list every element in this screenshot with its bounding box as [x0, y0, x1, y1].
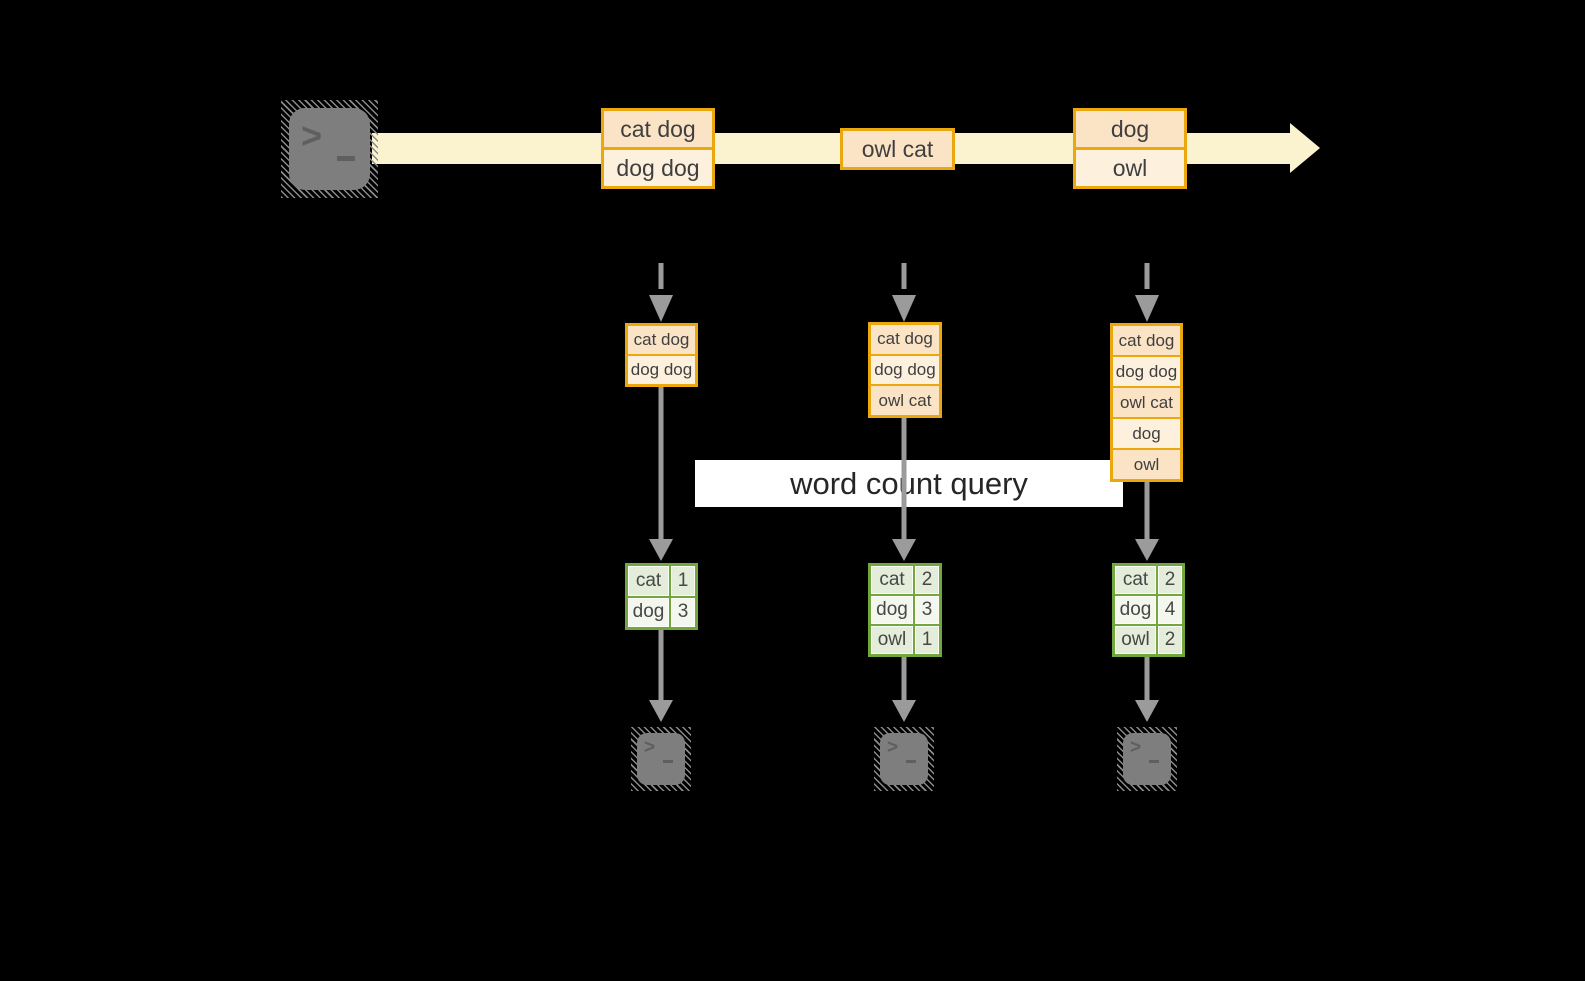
count-cell: 4	[1158, 596, 1182, 624]
batch-record: owl	[1113, 448, 1180, 479]
batch-record: dog	[1113, 417, 1180, 448]
batch-record: cat dog	[1113, 326, 1180, 355]
word-cell: owl	[871, 626, 913, 654]
batch-record: dog dog	[871, 353, 939, 385]
prompt-cursor-icon	[1149, 760, 1159, 763]
arrowhead-icon	[649, 539, 673, 561]
arrowhead-icon	[649, 295, 673, 322]
arrow-batch-to-table-3	[1135, 481, 1159, 561]
prompt-chevron-icon: >	[644, 737, 656, 758]
count-cell: 2	[1158, 626, 1182, 654]
arrowhead-icon	[649, 700, 673, 722]
stream-event-box-3: dog owl	[1073, 108, 1187, 189]
batch-record: dog dog	[1113, 355, 1180, 386]
stream-record: owl	[1076, 147, 1184, 186]
arrowhead-icon	[892, 700, 916, 722]
dashed-arrow-batch-2	[892, 263, 916, 322]
prompt-chevron-icon: >	[1130, 737, 1142, 758]
stream-timeline-arrowhead-icon	[1290, 123, 1320, 173]
word-cell: cat	[1115, 566, 1156, 594]
batch-input-stack-1: cat dog dog dog	[625, 323, 698, 387]
dashed-arrow-batch-3	[1135, 263, 1159, 322]
batch-record: owl cat	[1113, 386, 1180, 417]
count-cell: 3	[671, 597, 695, 627]
prompt-chevron-icon: >	[301, 115, 323, 156]
stream-event-box-1: cat dog dog dog	[601, 108, 715, 189]
batch-input-stack-3: cat dog dog dog owl cat dog owl	[1110, 323, 1183, 482]
count-cell: 2	[915, 566, 939, 594]
stream-record: cat dog	[604, 111, 712, 147]
batch-record: cat dog	[628, 326, 695, 354]
count-cell: 3	[915, 596, 939, 624]
terminal-icon-sink-2: >	[874, 727, 934, 791]
terminal-screen: >	[1123, 733, 1171, 785]
arrowhead-icon	[1135, 539, 1159, 561]
word-cell: dog	[628, 597, 669, 627]
arrowhead-icon	[1135, 295, 1159, 322]
stream-event-box-2: owl cat	[840, 128, 955, 170]
prompt-cursor-icon	[337, 156, 355, 161]
prompt-cursor-icon	[663, 760, 673, 763]
stream-record: dog	[1076, 111, 1184, 147]
terminal-icon-sink-3: >	[1117, 727, 1177, 791]
word-cell: cat	[628, 566, 669, 596]
word-cell: dog	[1115, 596, 1156, 624]
result-table-3: cat 2 dog 4 owl 2	[1112, 563, 1185, 657]
count-cell: 2	[1158, 566, 1182, 594]
stream-record: owl cat	[843, 131, 952, 167]
batch-record: dog dog	[628, 354, 695, 384]
arrowhead-icon	[1135, 700, 1159, 722]
terminal-screen: >	[880, 733, 928, 785]
arrowhead-icon	[892, 295, 916, 322]
result-table-2: cat 2 dog 3 owl 1	[868, 563, 942, 657]
arrow-table-to-sink-3	[1135, 656, 1159, 722]
word-cell: owl	[1115, 626, 1156, 654]
query-label: word count query	[695, 460, 1123, 507]
terminal-screen: >	[289, 108, 370, 190]
count-cell: 1	[915, 626, 939, 654]
arrow-batch-to-table-1	[649, 386, 673, 561]
prompt-chevron-icon: >	[887, 737, 899, 758]
arrow-batch-to-table-2	[892, 417, 916, 561]
terminal-icon-sink-1: >	[631, 727, 691, 791]
dashed-arrow-batch-1	[649, 263, 673, 322]
word-cell: cat	[871, 566, 913, 594]
terminal-screen: >	[637, 733, 685, 785]
stream-record: dog dog	[604, 147, 712, 186]
count-cell: 1	[671, 566, 695, 596]
batch-record: cat dog	[871, 325, 939, 354]
word-cell: dog	[871, 596, 913, 624]
result-table-1: cat 1 dog 3	[625, 563, 698, 630]
batch-input-stack-2: cat dog dog dog owl cat	[868, 322, 942, 418]
prompt-cursor-icon	[906, 760, 916, 763]
arrow-table-to-sink-1	[649, 629, 673, 722]
batch-record: owl cat	[871, 384, 939, 416]
arrow-table-to-sink-2	[892, 656, 916, 722]
terminal-icon-source: >	[281, 100, 378, 198]
arrowhead-icon	[892, 539, 916, 561]
